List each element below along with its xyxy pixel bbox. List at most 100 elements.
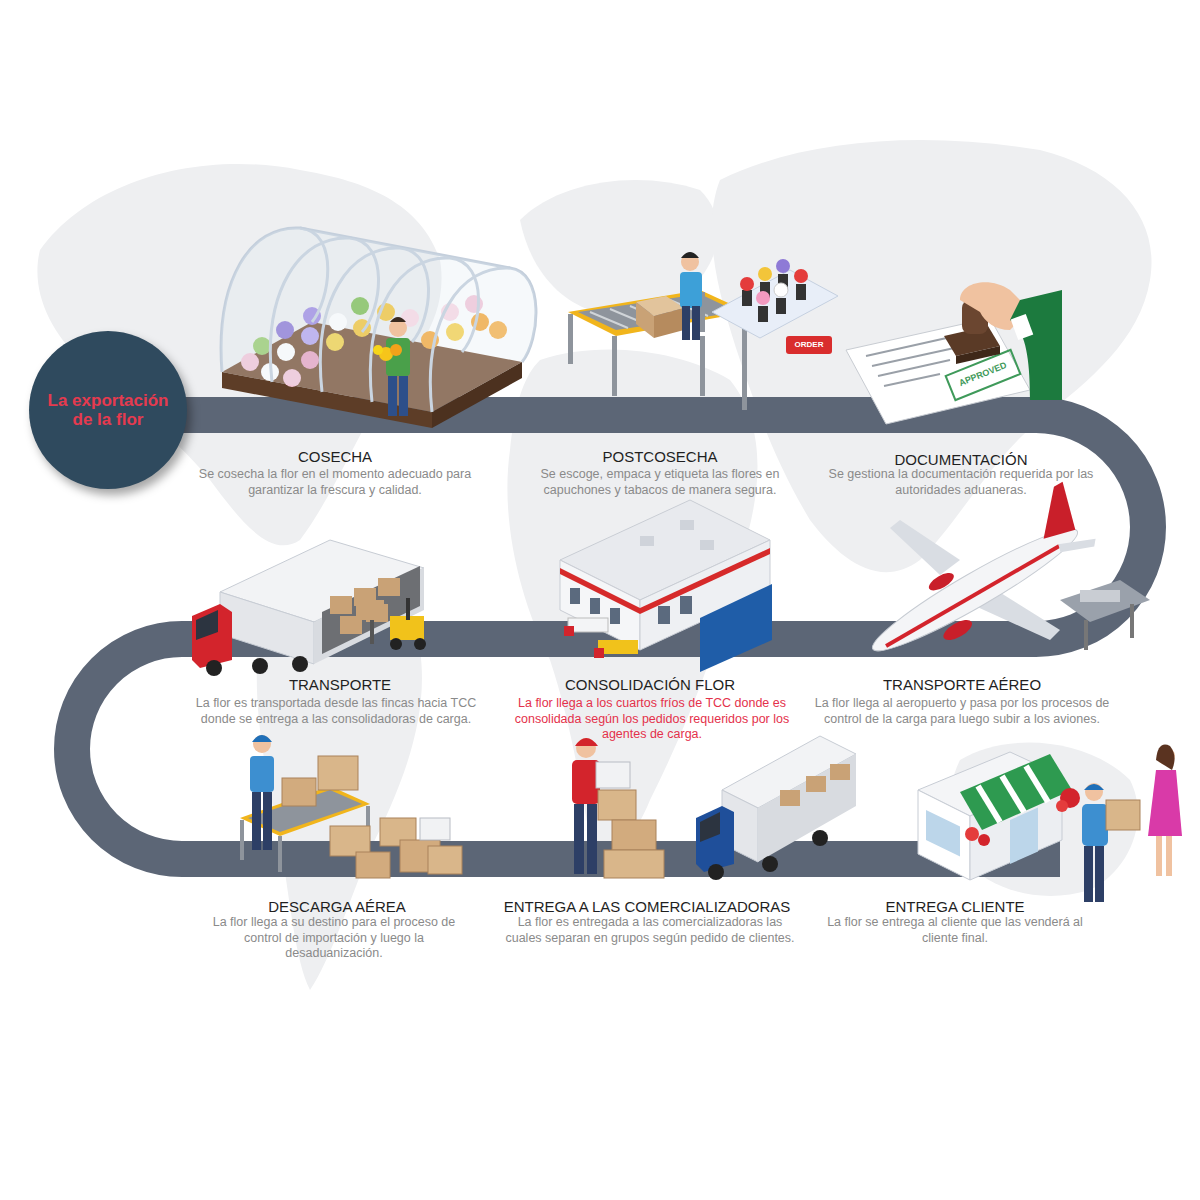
flower-pots-part	[774, 283, 788, 297]
title: La exportación de la flor	[42, 391, 174, 429]
step-heading: DESCARGA AÉREA	[187, 898, 487, 916]
delivery-person-part	[1056, 800, 1068, 812]
step-description: La flor llega a su destino para el proce…	[199, 915, 469, 962]
truck-part	[206, 660, 222, 676]
greenhouse-part	[221, 228, 536, 412]
step-description: La flor llega a los cuartos fríos de TCC…	[502, 696, 802, 743]
unloading-conveyor-part-part	[240, 820, 244, 860]
delivery-person-part	[1106, 800, 1140, 830]
farmer-part	[390, 344, 402, 356]
blue-truck-part	[708, 864, 724, 880]
flower-pots-part	[740, 277, 754, 291]
airplane-part	[848, 482, 1104, 678]
step-description: Se gestiona la documentación requerida p…	[821, 467, 1101, 498]
flower-shop-part	[918, 790, 970, 880]
step-heading: COSECHA	[185, 448, 485, 466]
packer-part	[681, 252, 699, 258]
flower-pots-part	[776, 259, 790, 273]
blue-truck-part	[758, 754, 856, 862]
conveyor-belt-part	[654, 308, 684, 338]
document-stamp-part	[846, 318, 1030, 424]
courier-with-boxes	[572, 738, 664, 878]
boxes-part	[420, 818, 450, 840]
packer-part	[680, 272, 702, 308]
flower-pots	[740, 259, 808, 322]
flower-pots-part	[758, 267, 772, 281]
blue-truck-part-part	[780, 790, 800, 806]
unloading-conveyor-part-part	[278, 836, 282, 872]
delivery-person-part	[1085, 783, 1103, 801]
document-stamp-part	[1011, 314, 1034, 340]
step-description: Se cosecha la flor en el momento adecuad…	[195, 467, 475, 498]
customer	[1148, 745, 1182, 876]
farmer-part	[390, 317, 406, 322]
farmer-part	[388, 376, 397, 416]
forklift-part	[406, 598, 410, 620]
courier-with-boxes-part	[596, 762, 630, 788]
delivery-trucks-part	[594, 648, 604, 658]
step-heading: POSTCOSECHA	[510, 448, 810, 466]
warehouse-part-part	[700, 540, 714, 550]
delivery-person-part	[1084, 784, 1104, 790]
courier-with-boxes-part	[604, 850, 664, 878]
customer-part	[1148, 770, 1182, 836]
airplane-part-part	[1024, 482, 1087, 546]
warehouse-part-part	[680, 520, 694, 530]
blue-truck-part-part	[830, 764, 850, 780]
greenhouse	[221, 228, 536, 428]
boxes	[282, 756, 462, 878]
airplane	[848, 482, 1150, 678]
forklift	[356, 598, 426, 650]
courier-with-boxes-part	[598, 790, 636, 820]
truck-part-part	[378, 578, 400, 596]
step-heading: ENTREGA A LAS COMERCIALIZADORAS	[477, 898, 817, 916]
flower-pots-part	[776, 298, 786, 314]
step-description: La flor es transportada desde las fincas…	[186, 696, 486, 727]
warehouse-worker-part	[263, 792, 272, 850]
airplane-part-part	[940, 616, 975, 644]
customer-part	[1156, 745, 1175, 770]
step-heading: TRANSPORTE AÉREO	[812, 676, 1112, 694]
courier-with-boxes-part	[587, 804, 597, 874]
truck-part	[322, 566, 420, 654]
courier-with-boxes-part	[575, 738, 598, 746]
delivery-person	[1056, 783, 1140, 902]
delivery-person-part	[1084, 846, 1093, 902]
step-description: La flor se entrega al cliente que las ve…	[820, 915, 1090, 946]
order-button-text: ORDER	[786, 340, 832, 350]
courier-with-boxes-part	[574, 804, 584, 874]
warehouse-worker-part	[252, 792, 261, 850]
road	[72, 415, 1148, 859]
document-stamp-part	[956, 346, 1000, 364]
boxes-part	[356, 852, 390, 878]
step-description: La flor es entregada a las comercializad…	[505, 915, 795, 946]
warehouse-part-part	[640, 536, 654, 546]
flower-shop-part	[1010, 808, 1038, 864]
conveyor-belt-part	[636, 302, 654, 338]
blue-truck-part	[812, 830, 828, 846]
delivery-person-part	[1095, 846, 1104, 902]
blue-truck-part	[762, 856, 778, 872]
cargo-conveyor-part	[1060, 580, 1150, 622]
boxes-part	[318, 756, 358, 790]
airplane-part-part	[864, 516, 1085, 663]
flower-pots-part	[756, 291, 770, 305]
farmer-part	[399, 376, 408, 416]
document-stamp-part	[1010, 290, 1062, 400]
step-description: La flor llega al aeropuerto y pasa por l…	[812, 696, 1112, 727]
warehouse	[560, 500, 772, 672]
truck	[192, 540, 424, 676]
warehouse-part	[640, 520, 714, 550]
flower-shop-part-part	[978, 786, 1000, 822]
warehouse-part-part	[570, 588, 580, 604]
warehouse-part-part	[610, 608, 620, 624]
flower-pots-part	[758, 306, 768, 322]
blue-truck-part	[696, 806, 734, 872]
delivery-trucks-part	[564, 626, 574, 636]
truck-part	[330, 578, 400, 634]
world-map	[37, 140, 1151, 990]
airplane-part-part	[885, 544, 1060, 647]
flower-shop-part	[926, 810, 960, 857]
airplane-part-part	[926, 570, 956, 594]
packer-part	[692, 306, 700, 340]
